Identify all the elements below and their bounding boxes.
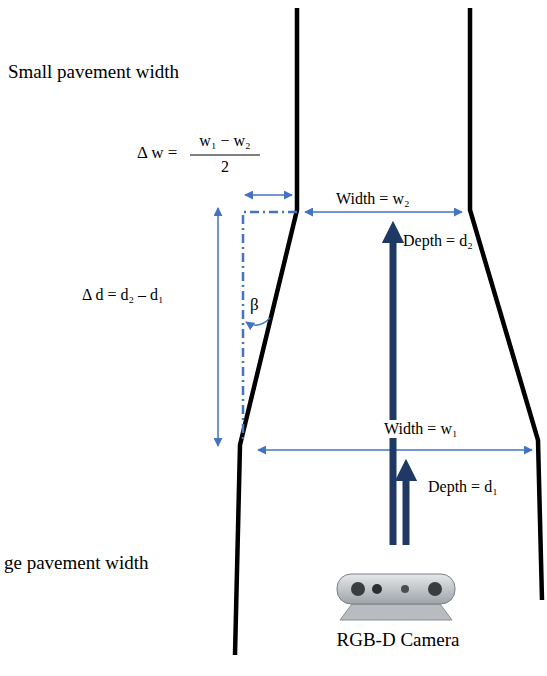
- dimension-arrow: [217, 208, 219, 446]
- caption-label: RGB-D Camera: [337, 630, 460, 651]
- fraction-denominator: 2: [221, 158, 229, 176]
- angle-label: β: [250, 296, 259, 315]
- pavement-edge: [235, 8, 297, 655]
- dimension-label: Depth = d₂: [403, 232, 473, 250]
- dimension-label: Width = w₂: [336, 190, 410, 208]
- dimension-label: Δ w =: [137, 144, 177, 163]
- dimension-label: Depth = d₁: [428, 478, 498, 496]
- depth-arrow: [390, 232, 397, 545]
- fraction-numerator: w₁ − w₂: [199, 132, 250, 150]
- region-label: Small pavement width: [8, 62, 179, 83]
- dimension-arrow: [305, 211, 462, 213]
- camera-icon: [337, 574, 455, 620]
- fraction-bar: [190, 155, 260, 156]
- depth-arrow: [403, 470, 410, 545]
- dimension-label: Δ d = d₂ – d₁: [82, 286, 164, 304]
- angle-arc: [246, 318, 270, 325]
- dimension-arrow: [245, 194, 292, 196]
- construction-line: [243, 212, 297, 440]
- region-label: ge pavement width: [4, 553, 149, 574]
- dimension-label: Width = w₁: [382, 420, 460, 438]
- pavement-edge: [470, 8, 542, 600]
